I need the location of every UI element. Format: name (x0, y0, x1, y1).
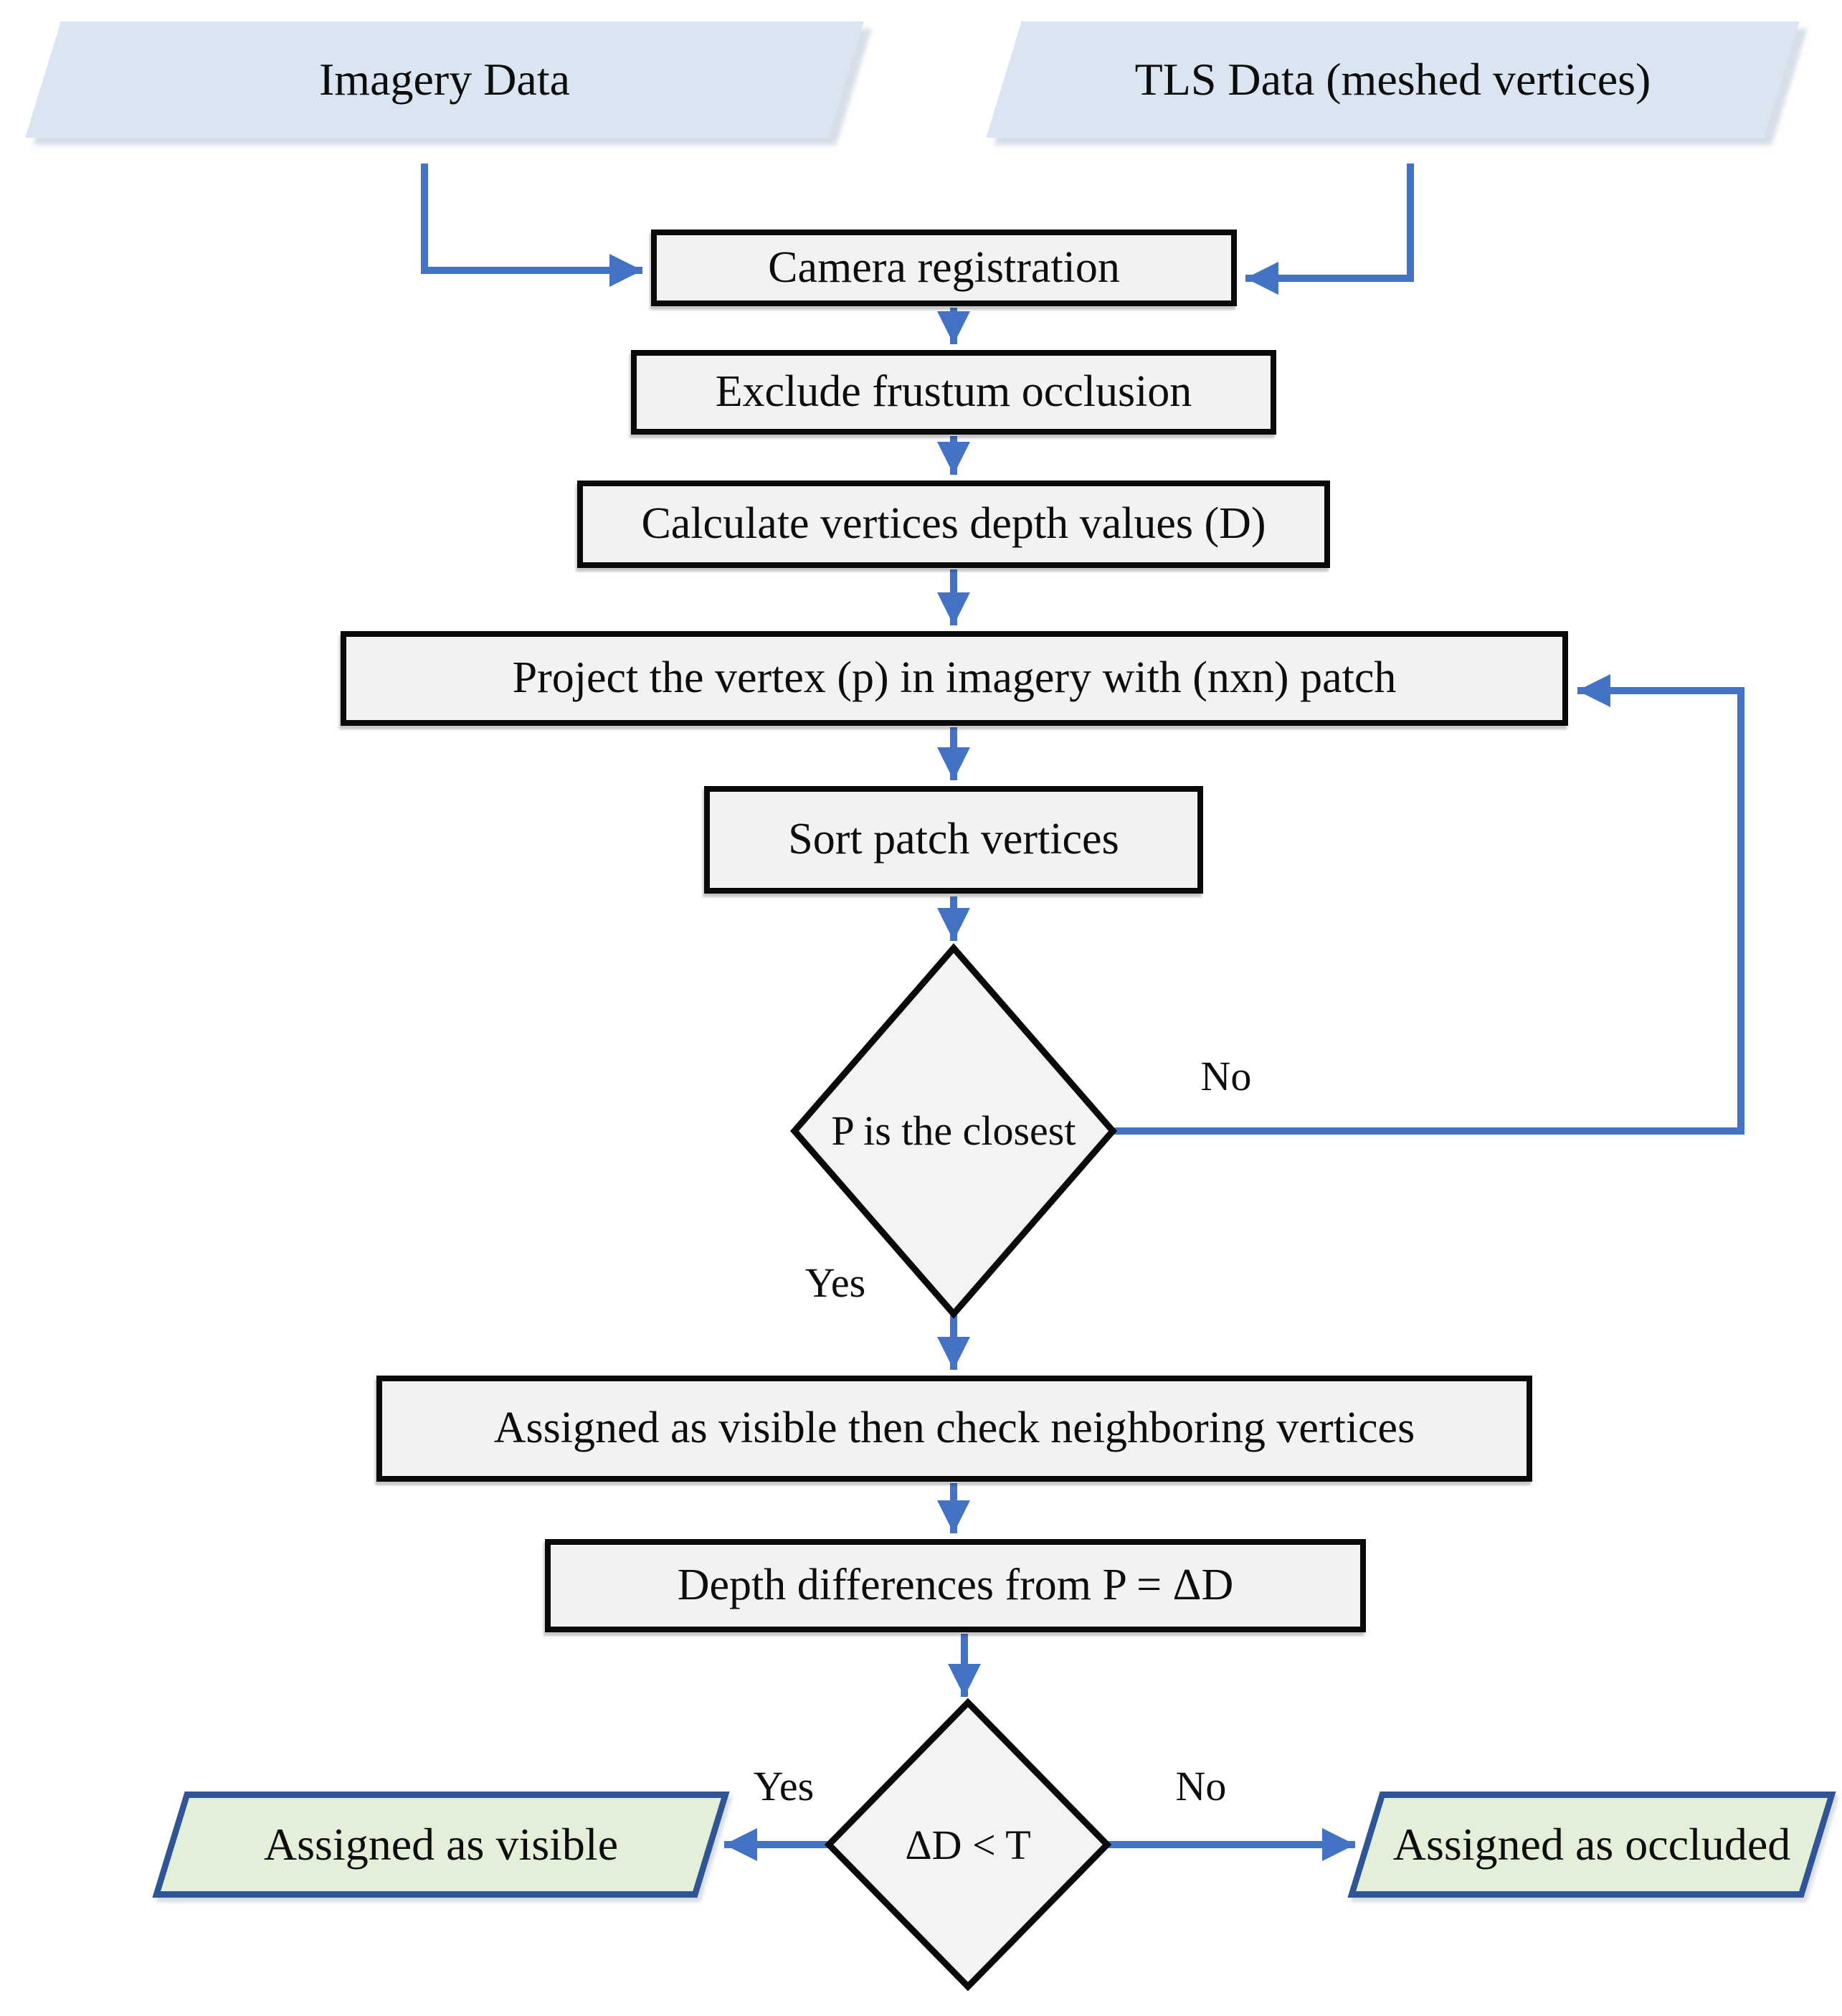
process-sort-patch-vertices: Sort patch vertices (704, 786, 1203, 894)
assigned-occluded-label: Assigned as occluded (1392, 1819, 1791, 1870)
process-project-vertex-patch: Project the vertex (p) in imagery with (… (341, 631, 1568, 726)
imagery-data-label: Imagery Data (318, 54, 571, 105)
output-assigned-visible: Assigned as visible (152, 1792, 730, 1898)
output-assigned-occluded: Assigned as occluded (1347, 1792, 1836, 1898)
tls-data-label: TLS Data (meshed vertices) (1134, 54, 1651, 105)
process-exclude-frustum-occlusion: Exclude frustum occlusion (631, 350, 1276, 435)
project-vertex-label: Project the vertex (p) in imagery with (… (512, 653, 1397, 703)
threshold-yes-label: Yes (753, 1763, 815, 1809)
depth-differences-label: Depth differences from P = ΔD (677, 1561, 1234, 1610)
input-imagery-data: Imagery Data (25, 22, 864, 138)
threshold-no-label: No (1175, 1763, 1227, 1809)
camera-registration-label: Camera registration (768, 242, 1120, 292)
closest-yes-label: Yes (804, 1259, 866, 1306)
process-depth-differences: Depth differences from P = ΔD (545, 1539, 1366, 1632)
closest-decision-diamond (790, 943, 1117, 1319)
threshold-decision-label: ΔD < T (905, 1821, 1031, 1868)
closest-decision-label: P is the closest (831, 1107, 1076, 1154)
assigned-visible-label: Assigned as visible (263, 1819, 619, 1870)
arrow-imagery-to-camera (421, 164, 642, 287)
exclude-frustum-label: Exclude frustum occlusion (715, 367, 1192, 417)
process-camera-registration: Camera registration (651, 229, 1237, 306)
sort-patch-label: Sort patch vertices (788, 815, 1119, 864)
input-tls-data: TLS Data (meshed vertices) (986, 22, 1800, 138)
visible-check-label: Assigned as visible then check neighbori… (493, 1404, 1415, 1453)
arrow-closest-no-loop-to-project (1113, 674, 1744, 1135)
arrow-tls-to-camera (1245, 164, 1414, 295)
threshold-decision-diamond (824, 1698, 1112, 1992)
closest-no-label: No (1200, 1053, 1252, 1099)
process-assigned-visible-check-neighbors: Assigned as visible then check neighbori… (376, 1376, 1532, 1482)
calculate-depth-label: Calculate vertices depth values (D) (641, 499, 1266, 549)
process-calculate-depth-values: Calculate vertices depth values (D) (577, 481, 1330, 568)
